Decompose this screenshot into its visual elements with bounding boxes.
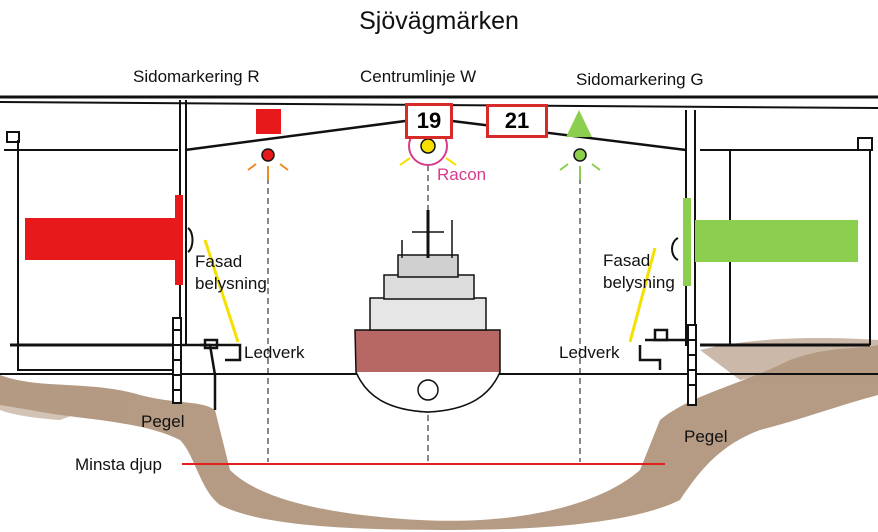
- gauge-right-label: Pegel: [684, 427, 728, 446]
- facade-light-right: [628, 237, 679, 343]
- page-title: Sjövägmärken: [359, 7, 519, 35]
- racon-label: Racon: [437, 165, 487, 184]
- min-depth-label: Minsta djup: [75, 455, 162, 474]
- clearance-sign-side: 21: [486, 104, 548, 138]
- right-guide-work: [638, 328, 692, 375]
- green-facade-band: [695, 220, 858, 262]
- guide-work-left-label: Ledverk: [244, 343, 305, 362]
- red-side-mark: [256, 109, 281, 134]
- side-mark-red-label: Sidomarkering R: [133, 67, 260, 86]
- facade-lighting-left-label-1: Fasad: [195, 252, 243, 271]
- left-guide-work: [180, 338, 242, 410]
- green-side-mark: [566, 110, 592, 137]
- seabed: [0, 338, 878, 530]
- red-light: [247, 148, 289, 180]
- facade-lighting-right-label-1: Fasad: [603, 251, 651, 270]
- ship: [354, 210, 501, 413]
- gauge-left-label: Pegel: [141, 412, 185, 431]
- left-gauge: [172, 317, 182, 404]
- red-side-pillar: [175, 195, 183, 285]
- center-line-label: Centrumlinje W: [360, 67, 477, 86]
- guide-work-right-label: Ledverk: [559, 343, 620, 362]
- right-gauge: [687, 324, 697, 406]
- projection-lines: [267, 165, 581, 462]
- red-facade-band: [25, 218, 177, 260]
- green-light: [559, 148, 601, 180]
- facade-lighting-right-label-2: belysning: [603, 273, 675, 292]
- green-side-pillar: [683, 198, 691, 286]
- clearance-sign-center: 19: [405, 103, 453, 139]
- facade-light-left: [187, 227, 240, 343]
- facade-lighting-left-label-2: belysning: [195, 274, 267, 293]
- side-mark-green-label: Sidomarkering G: [576, 70, 704, 89]
